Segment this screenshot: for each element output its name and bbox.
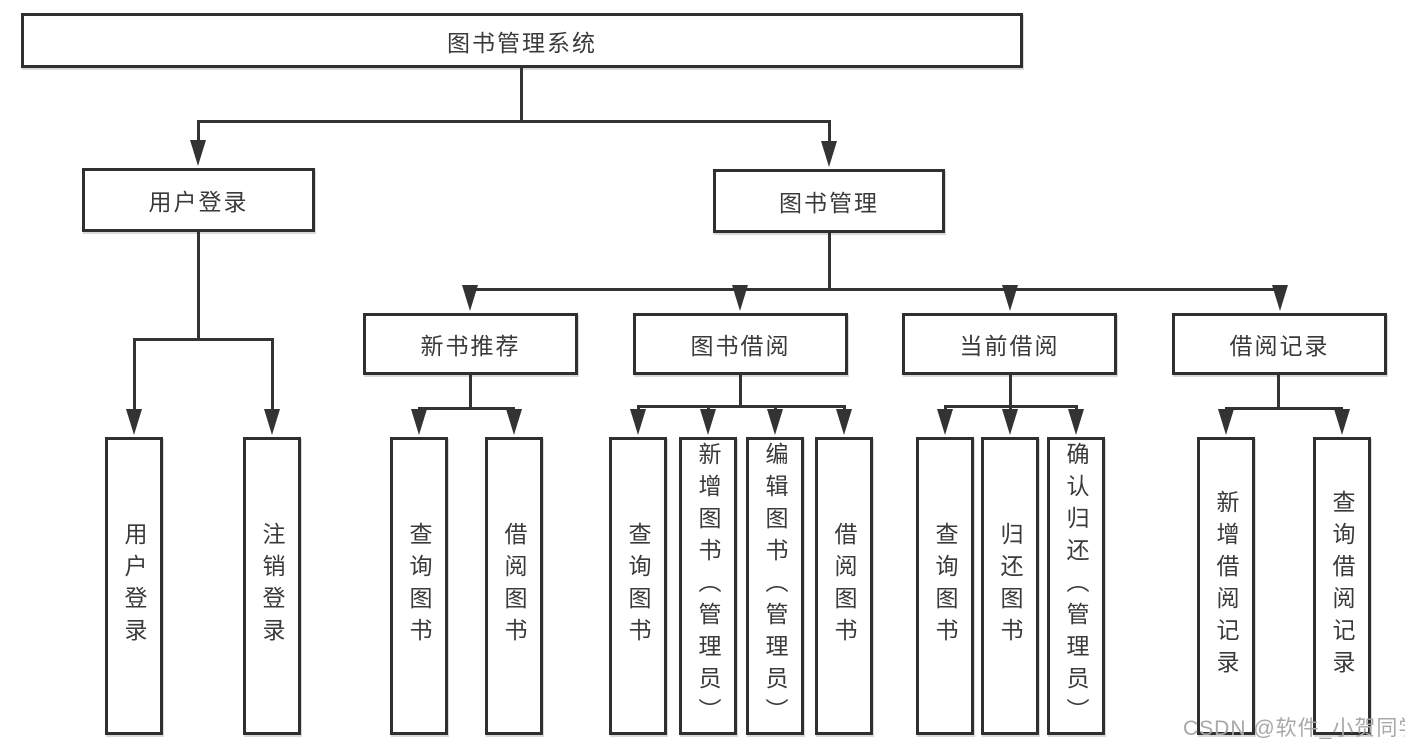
node-book-borrow: 图书借阅	[633, 313, 848, 375]
connector-stem-root	[520, 68, 523, 123]
connector-shaft-leaf-user-login	[133, 338, 136, 418]
leaf-confirm-return-admin: 确认归还（管理员）	[1047, 437, 1105, 735]
arrowhead-leaf-query-record	[1334, 409, 1350, 435]
arrowhead-leaf-add-book	[700, 409, 716, 435]
leaf-query-books-borrow: 查询图书	[609, 437, 667, 735]
arrowhead-current-borrow	[1002, 285, 1018, 311]
connector-rail-new-book-recommend	[418, 407, 515, 410]
node-borrow-records: 借阅记录	[1172, 313, 1387, 375]
arrowhead-leaf-add-record	[1218, 409, 1234, 435]
connector-rail-borrow-records	[1225, 407, 1343, 410]
arrowhead-leaf-confirm-return	[1068, 409, 1084, 435]
leaf-return-book: 归还图书	[981, 437, 1039, 735]
arrowhead-leaf-edit-book	[767, 409, 783, 435]
leaf-logout: 注销登录	[243, 437, 301, 735]
arrowhead-user-login	[190, 140, 206, 166]
connector-stem-book-management	[828, 233, 831, 291]
leaf-borrow-books-recommend: 借阅图书	[485, 437, 543, 735]
connector-rail-user-login	[133, 338, 274, 341]
leaf-borrow-books-borrow: 借阅图书	[815, 437, 873, 735]
arrowhead-leaf-query-borrow	[630, 409, 646, 435]
arrowhead-leaf-return-book	[1002, 409, 1018, 435]
connector-stem-borrow-records	[1277, 375, 1280, 410]
node-user-login: 用户登录	[82, 168, 315, 232]
leaf-add-book-admin: 新增图书（管理员）	[679, 437, 737, 735]
arrowhead-borrow-records	[1272, 285, 1288, 311]
connector-rail-book-borrow	[637, 405, 846, 408]
leaf-add-borrow-record: 新增借阅记录	[1197, 437, 1255, 735]
arrowhead-leaf-query-current	[937, 409, 953, 435]
node-book-management: 图书管理	[713, 169, 945, 233]
connector-shaft-user-login-arrow	[197, 120, 200, 150]
connector-stem-user-login	[197, 232, 200, 341]
connector-rail-level3	[469, 288, 1281, 291]
connector-shaft-leaf-logout	[271, 338, 274, 418]
connector-shaft-book-management-arrow	[828, 120, 831, 150]
arrowhead-book-borrow	[732, 285, 748, 311]
node-new-book-recommend: 新书推荐	[363, 313, 578, 375]
arrowhead-book-management	[821, 141, 837, 167]
node-current-borrow: 当前借阅	[902, 313, 1117, 375]
connector-stem-book-borrow	[739, 375, 742, 408]
leaf-query-books-recommend: 查询图书	[390, 437, 448, 735]
arrowhead-leaf-logout	[264, 409, 280, 435]
connector-stem-current-borrow	[1009, 375, 1012, 408]
leaf-user-login: 用户登录	[105, 437, 163, 735]
watermark: CSDN @软件_小贺同学	[1183, 717, 1405, 740]
connector-stem-new-book-recommend	[469, 375, 472, 410]
arrowhead-leaf-borrow-borrow	[836, 409, 852, 435]
leaf-query-books-current: 查询图书	[916, 437, 974, 735]
arrowhead-leaf-borrow-recommend	[506, 409, 522, 435]
arrowhead-leaf-user-login	[126, 409, 142, 435]
arrowhead-leaf-query-recommend	[411, 409, 427, 435]
leaf-edit-book-admin: 编辑图书（管理员）	[746, 437, 804, 735]
arrowhead-new-book-recommend	[462, 285, 478, 311]
node-root: 图书管理系统	[21, 13, 1023, 68]
connector-rail-level2	[197, 120, 831, 123]
leaf-query-borrow-record: 查询借阅记录	[1313, 437, 1371, 735]
